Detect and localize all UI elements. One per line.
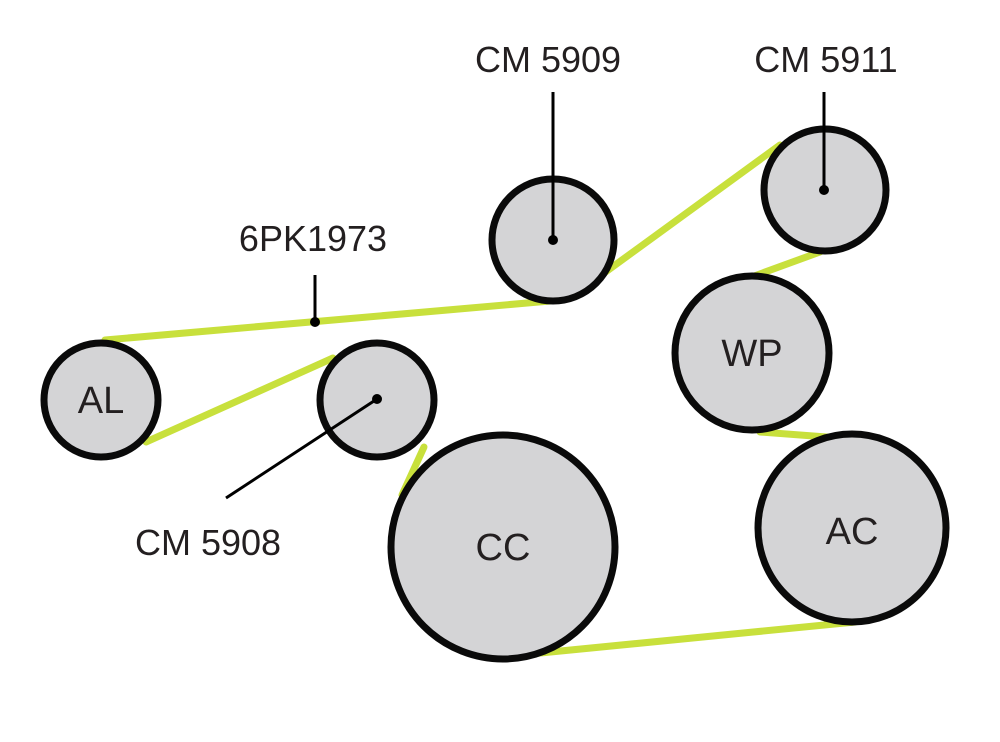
pulley-label-cc: CC (476, 527, 531, 569)
hub-dot-cm5911 (819, 185, 829, 195)
pulley-al (40, 339, 162, 461)
leader-line-cm5908 (225, 397, 378, 500)
pulley-label-ac: AC (826, 511, 879, 553)
belt-segment-ac-to-cc (516, 618, 859, 659)
hub-dot-cm5909 (548, 235, 558, 245)
callout-belt-part-number: 6PK1973 (239, 218, 387, 259)
belt-segment-cm5908-to-al (142, 354, 337, 446)
callout-cm5909: CM 5909 (475, 39, 621, 80)
pulley-label-al: AL (78, 380, 124, 422)
callout-cm5911: CM 5911 (754, 39, 897, 80)
pulley-wp (671, 272, 833, 434)
pulley-label-wp: WP (721, 333, 782, 375)
callout-cm5908: CM 5908 (135, 522, 281, 563)
belt-segment-cm5909-to-cm5911 (596, 141, 784, 280)
belt-segment-al-to-cm5909 (101, 297, 554, 344)
belt-marker-dot (310, 317, 320, 327)
pulley-ac (754, 430, 950, 626)
pulley-cc (387, 431, 619, 663)
hub-dot-cm5908 (372, 394, 382, 404)
